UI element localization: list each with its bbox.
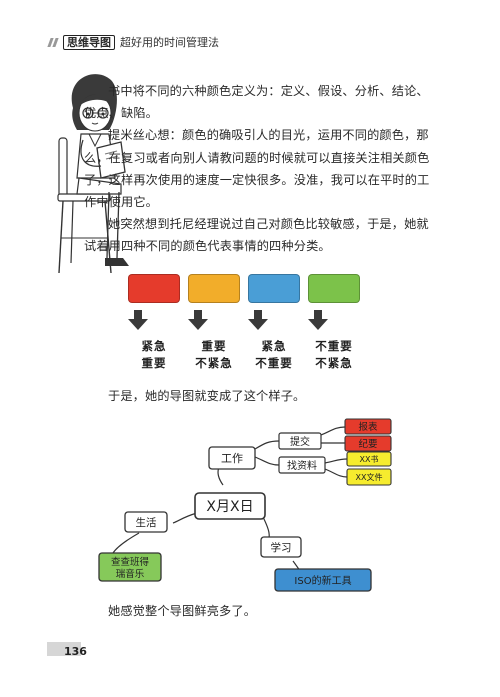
svg-text:X月X日: X月X日 xyxy=(206,499,253,515)
girl-reading-illustration xyxy=(57,74,129,274)
svg-text:学习: 学习 xyxy=(271,541,292,554)
running-header: 思维导图 超好用的时间管理法 xyxy=(47,34,219,50)
node-study: 学习 xyxy=(260,536,302,558)
down-arrow-icon xyxy=(308,310,328,330)
down-arrow-icon xyxy=(248,310,268,330)
paragraph-timmy-thinks: 提米丝心想：颜色的确吸引人的目光，运用不同的颜色，那么，在复习或者向别人请教问题… xyxy=(84,128,430,210)
category-color-swatch xyxy=(308,274,360,303)
header-slash-marks xyxy=(47,36,61,48)
node-center-date: X月X日 xyxy=(194,492,266,520)
svg-text:XX文件: XX文件 xyxy=(356,472,383,482)
mind-map: 工作 提交 找资料 报表 纪要 XX书 XX文件 X月X日 生活 查查班得 瑞音… xyxy=(98,418,392,592)
paragraph-after-categories-block: 于是，她的导图就变成了这个样子。 xyxy=(84,385,440,407)
svg-text:瑞音乐: 瑞音乐 xyxy=(116,568,145,580)
svg-text:纪要: 纪要 xyxy=(358,438,377,450)
category-important-not-urgent: 重要不紧急 xyxy=(188,274,240,372)
node-find-material: 找资料 xyxy=(278,456,326,474)
category-color-swatch xyxy=(188,274,240,303)
node-book: XX书 xyxy=(346,451,392,467)
category-color-swatch xyxy=(248,274,300,303)
category-label: 紧急不重要 xyxy=(255,339,293,370)
paragraph-tony-manager: 她突然想到托尼经理说过自己对颜色比较敏感，于是，她就试着用四种不同的颜色代表事情… xyxy=(84,217,429,254)
node-document: XX文件 xyxy=(346,468,392,486)
book-subtitle: 超好用的时间管理法 xyxy=(120,36,219,49)
svg-text:生活: 生活 xyxy=(136,516,157,529)
color-categories: 紧急重要 重要不紧急 紧急不重要 不重要不紧急 xyxy=(128,274,360,374)
down-arrow-icon xyxy=(128,310,148,330)
page-number: 136 xyxy=(64,645,87,658)
book-title-badge: 思维导图 xyxy=(63,34,115,50)
down-arrow-icon xyxy=(188,310,208,330)
paragraph-map-became: 于是，她的导图就变成了这个样子。 xyxy=(108,389,306,403)
category-label: 不重要不紧急 xyxy=(315,339,353,370)
paragraph-1-block: 书中将不同的六种颜色定义为：定义、假设、分析、结论、优点、缺陷。 提米丝心想：颜… xyxy=(84,80,440,258)
node-handover: 提交 xyxy=(278,432,322,450)
svg-text:提交: 提交 xyxy=(290,435,310,448)
page-number-bar xyxy=(47,642,81,656)
closing-block: 她感觉整个导图鲜亮多了。 xyxy=(84,600,440,622)
category-urgent-not-important: 紧急不重要 xyxy=(248,274,300,372)
node-report: 报表 xyxy=(344,418,392,435)
svg-text:找资料: 找资料 xyxy=(287,459,317,472)
category-label: 紧急重要 xyxy=(141,339,167,370)
node-check-schedule: 查查班得 瑞音乐 xyxy=(98,552,162,582)
category-color-swatch xyxy=(128,274,180,303)
node-work: 工作 xyxy=(208,446,256,470)
svg-text:ISO的新工具: ISO的新工具 xyxy=(294,574,351,587)
category-not-important-not-urgent: 不重要不紧急 xyxy=(308,274,360,372)
svg-text:XX书: XX书 xyxy=(360,454,379,464)
svg-text:报表: 报表 xyxy=(358,421,378,433)
category-urgent-important: 紧急重要 xyxy=(128,274,180,372)
node-iso-tool: ISO的新工具 xyxy=(274,568,372,592)
category-label: 重要不紧急 xyxy=(195,339,233,370)
svg-text:工作: 工作 xyxy=(221,452,243,465)
paragraph-color-definitions: 书中将不同的六种颜色定义为：定义、假设、分析、结论、优点、缺陷。 xyxy=(84,84,429,121)
paragraph-closing: 她感觉整个导图鲜亮多了。 xyxy=(108,604,257,618)
node-life: 生活 xyxy=(124,511,168,533)
svg-text:查查班得: 查查班得 xyxy=(111,556,150,568)
node-minutes: 纪要 xyxy=(344,435,392,452)
